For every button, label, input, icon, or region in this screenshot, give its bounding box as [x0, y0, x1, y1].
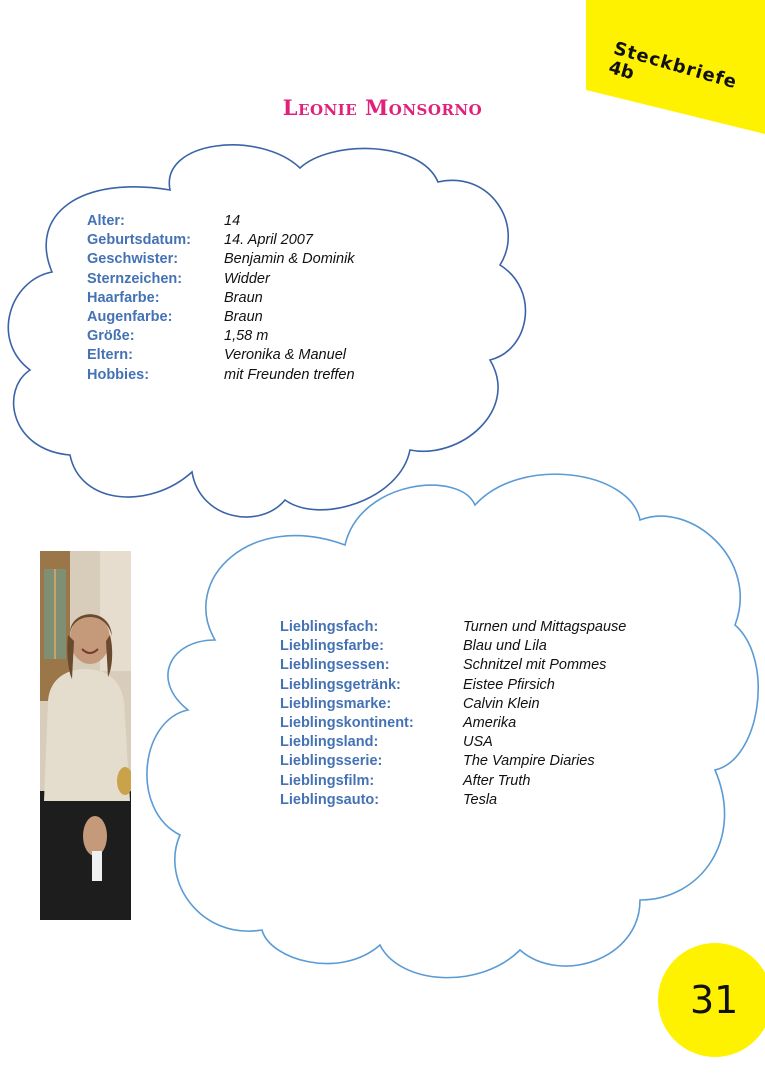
row-label: Lieblingsfarbe:	[280, 638, 384, 655]
row-value: Braun	[224, 289, 263, 306]
row-value: Calvin Klein	[463, 695, 540, 712]
table-row: Eltern: Veronika & Manuel	[87, 346, 355, 365]
table-row: Lieblingsessen: Schnitzel mit Pommes	[280, 656, 626, 675]
table-row: Lieblingsauto: Tesla	[280, 791, 626, 810]
table-row: Lieblingsserie: The Vampire Diaries	[280, 752, 626, 771]
row-label: Lieblingsfach:	[280, 619, 379, 635]
row-label: Lieblingskontinent:	[280, 715, 414, 732]
row-label: Lieblingsmarke:	[280, 695, 392, 712]
table-row: Lieblingsfilm: After Truth	[280, 772, 626, 791]
table-row: Lieblingsfarbe: Blau und Lila	[280, 637, 626, 656]
row-value: Veronika & Manuel	[224, 347, 346, 364]
row-label: Lieblingsland:	[280, 734, 379, 751]
row-value: The Vampire Diaries	[463, 753, 595, 770]
table-row: Lieblingsfach: Turnen und Mittagspause	[280, 618, 626, 637]
row-label: Lieblingsfilm:	[280, 772, 375, 789]
table-row: Lieblingsland: USA	[280, 733, 626, 752]
profile-photo	[40, 551, 131, 920]
row-value: Eistee Pfirsich	[463, 676, 555, 693]
row-label: Lieblingsgetränk:	[280, 676, 401, 693]
row-label: Geburtsdatum:	[87, 232, 191, 249]
table-row: Lieblingsmarke: Calvin Klein	[280, 695, 626, 714]
row-label: Lieblingsserie:	[280, 753, 383, 770]
row-value: USA	[463, 734, 493, 751]
portrait-illustration	[40, 551, 131, 920]
table-row: Alter: 14	[87, 212, 355, 231]
row-label: Lieblingsessen:	[280, 657, 390, 674]
favorites-table: Lieblingsfach: Turnen und Mittagspause Li…	[280, 618, 626, 810]
basic-info-table: Alter: 14 Geburtsdatum: 14. April 2007 Ges…	[87, 212, 355, 385]
row-label: Hobbies:	[87, 366, 150, 383]
row-label: Geschwister:	[87, 251, 179, 268]
row-label: Augenfarbe:	[87, 309, 173, 326]
row-value: Schnitzel mit Pommes	[463, 657, 607, 674]
table-row: Lieblingskontinent: Amerika	[280, 714, 626, 733]
row-value: Blau und Lila	[463, 638, 547, 655]
row-label: Eltern:	[87, 347, 133, 364]
row-label: Sternzeichen:	[87, 270, 183, 287]
page-title: Leonie Monsorno	[282, 95, 483, 120]
row-value: Widder	[224, 270, 270, 287]
row-label: Haarfarbe:	[87, 289, 160, 306]
table-row: Geburtsdatum: 14. April 2007	[87, 231, 355, 250]
row-label: Alter:	[87, 213, 125, 229]
table-row: Haarfarbe: Braun	[87, 289, 355, 308]
row-value: Braun	[224, 309, 263, 326]
row-value: After Truth	[463, 772, 531, 789]
row-value: 1,58 m	[224, 328, 269, 345]
row-value: Tesla	[463, 791, 498, 808]
table-row: Größe: 1,58 m	[87, 327, 355, 346]
row-label: Lieblingsauto:	[280, 791, 380, 808]
row-label: Größe:	[87, 328, 135, 345]
row-value: Turnen und Mittagspause	[463, 619, 627, 635]
row-value: mit Freunden treffen	[224, 366, 355, 383]
row-value: Benjamin & Dominik	[224, 251, 355, 268]
row-value: 14. April 2007	[224, 232, 313, 249]
row-value: 14	[224, 213, 241, 229]
table-row: Augenfarbe: Braun	[87, 308, 355, 327]
table-row: Sternzeichen: Widder	[87, 270, 355, 289]
table-row: Lieblingsgetränk: Eistee Pfirsich	[280, 676, 626, 695]
page-number: 31	[690, 978, 739, 1022]
table-row: Hobbies: mit Freunden treffen	[87, 366, 355, 385]
table-row: Geschwister: Benjamin & Dominik	[87, 250, 355, 269]
row-value: Amerika	[463, 715, 517, 732]
